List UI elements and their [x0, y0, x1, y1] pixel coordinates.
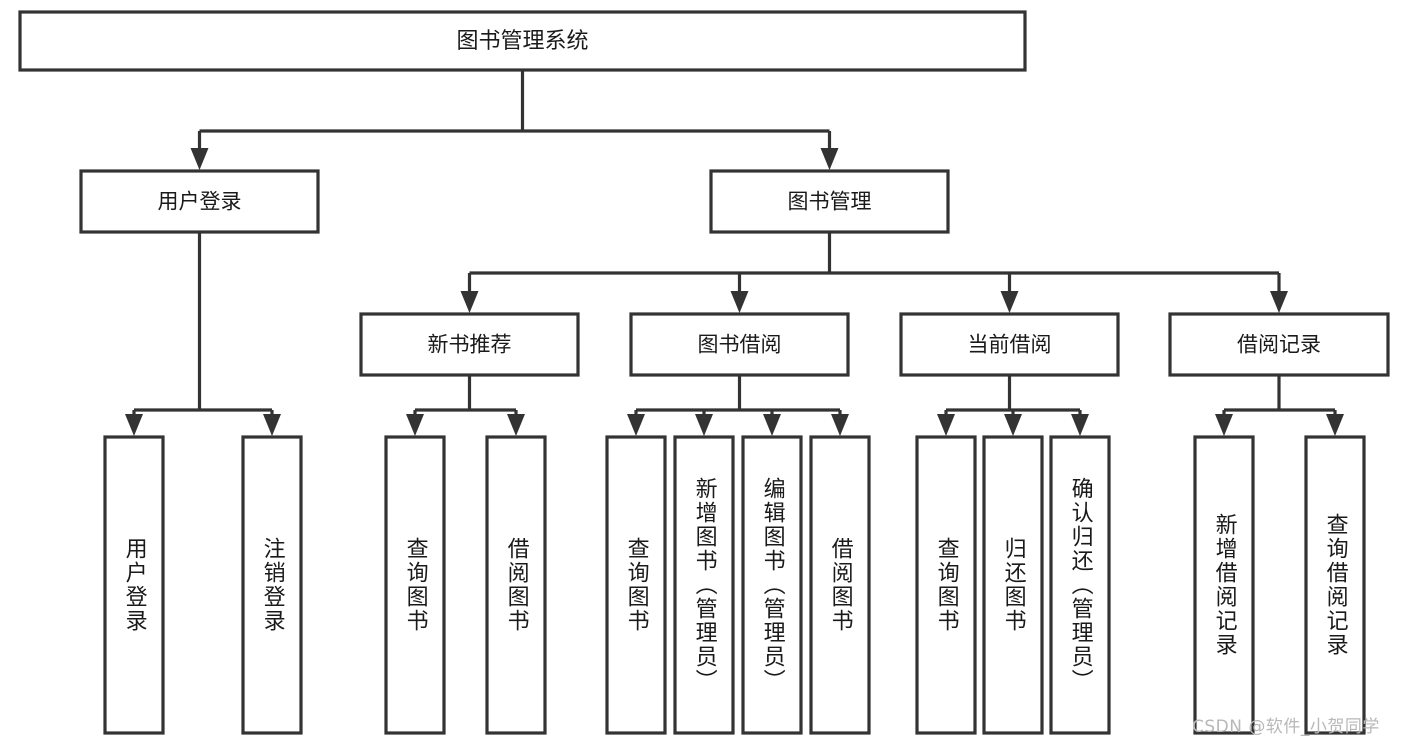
current-borrow-arrow-0 [937, 414, 955, 436]
node-book-management-label: 图书管理 [788, 190, 872, 214]
node-leaf-query-book-1[interactable] [384, 435, 446, 735]
node-root-system[interactable] [18, 10, 1027, 72]
book-management-arrow-0 [460, 291, 479, 313]
node-leaf-query-book-3[interactable] [915, 435, 977, 735]
book-borrow-arrow-2 [763, 414, 781, 436]
node-leaf-user-login[interactable] [103, 435, 165, 735]
node-box-layer [18, 10, 1390, 735]
node-leaf-user-logout[interactable] [241, 435, 303, 735]
watermark-text: CSDN @软件_小贺同学 [1192, 717, 1380, 737]
borrow-record-arrow-0 [1215, 414, 1233, 436]
node-borrow-record[interactable] [1168, 312, 1390, 377]
node-leaf-borrow-book-2[interactable] [809, 435, 871, 735]
book-management-arrow-1 [730, 291, 749, 313]
book-management-arrow-2 [1000, 291, 1019, 313]
root-arrow-1 [820, 148, 839, 170]
node-current-borrow[interactable] [899, 312, 1120, 377]
node-leaf-add-borrow-record[interactable] [1193, 435, 1255, 735]
node-leaf-borrow-book-1[interactable] [485, 435, 547, 735]
book-borrow-arrow-0 [627, 414, 645, 436]
book-borrow-arrow-1 [695, 414, 713, 436]
current-borrow-arrow-1 [1004, 414, 1022, 436]
node-leaf-query-borrow-record[interactable] [1304, 435, 1366, 735]
node-user-login-label: 用户登录 [158, 190, 242, 214]
connector-layer [125, 70, 1344, 436]
book-management-arrow-3 [1270, 291, 1288, 313]
borrow-record-arrow-1 [1326, 414, 1344, 436]
node-new-book-recommend[interactable] [359, 312, 580, 377]
book-borrow-arrow-3 [831, 414, 849, 436]
new-book-recommend-arrow-1 [507, 414, 525, 436]
new-book-recommend-arrow-0 [406, 414, 424, 436]
node-leaf-add-book[interactable] [673, 435, 735, 735]
user-login-arrow-0 [125, 414, 143, 436]
root-arrow-0 [190, 148, 209, 170]
node-book-borrow[interactable] [629, 312, 850, 377]
user-login-arrow-1 [263, 414, 281, 436]
current-borrow-arrow-2 [1071, 414, 1089, 436]
node-book-management[interactable] [709, 169, 950, 234]
node-root-label: 图书管理系统 [456, 29, 588, 54]
node-leaf-query-book-2[interactable] [605, 435, 667, 735]
node-leaf-edit-book[interactable] [741, 435, 803, 735]
node-new-book-recommend-label: 新书推荐 [428, 333, 512, 357]
node-current-borrow-label: 当前借阅 [968, 333, 1052, 357]
node-leaf-return-book[interactable] [982, 435, 1044, 735]
node-leaf-confirm-return[interactable] [1049, 435, 1111, 735]
node-book-borrow-label: 图书借阅 [698, 333, 782, 357]
node-user-login[interactable] [79, 169, 320, 234]
node-borrow-record-label: 借阅记录 [1237, 333, 1321, 357]
